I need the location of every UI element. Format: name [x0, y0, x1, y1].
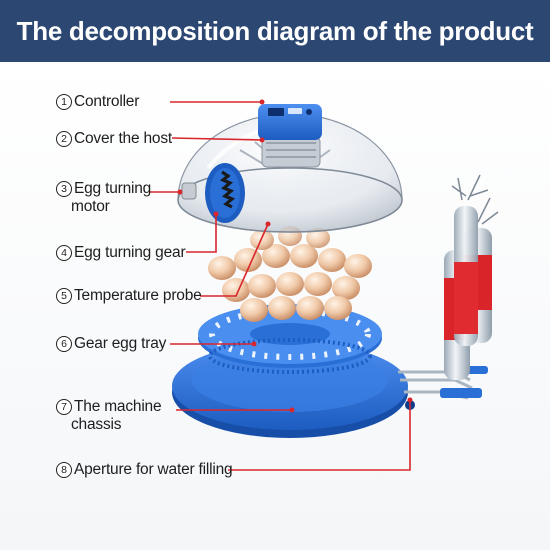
part-label: Egg turning gear — [74, 244, 186, 261]
part-label: The machine — [74, 398, 162, 415]
title-banner: The decomposition diagram of the product — [0, 0, 550, 62]
part-number: 5 — [56, 288, 72, 304]
part-number: 2 — [56, 131, 72, 147]
part-number: 6 — [56, 336, 72, 352]
part-label: Cover the host — [74, 130, 173, 147]
controller-unit — [258, 104, 322, 168]
part-label: Controller — [74, 93, 140, 110]
leader-lines — [150, 101, 411, 471]
water-bottles — [444, 174, 499, 380]
part-number: 4 — [56, 245, 72, 261]
part-label: Temperature probe — [74, 287, 202, 304]
part-number: 3 — [56, 181, 72, 197]
part-label: Gear egg tray — [74, 335, 167, 352]
part-label-line2: chassis — [71, 416, 122, 433]
egg-turning-motor — [181, 163, 245, 223]
part-number: 7 — [56, 399, 72, 415]
page-title: The decomposition diagram of the product — [16, 15, 534, 46]
part-number: 1 — [56, 94, 72, 110]
part-label: Egg turning — [74, 180, 152, 197]
part-label-line2: motor — [71, 198, 110, 215]
part-number: 8 — [56, 462, 72, 478]
bottle-base — [440, 388, 482, 398]
egg-cluster — [208, 226, 372, 322]
machine-chassis — [172, 342, 415, 438]
part-label: Aperture for water filling — [74, 461, 233, 478]
